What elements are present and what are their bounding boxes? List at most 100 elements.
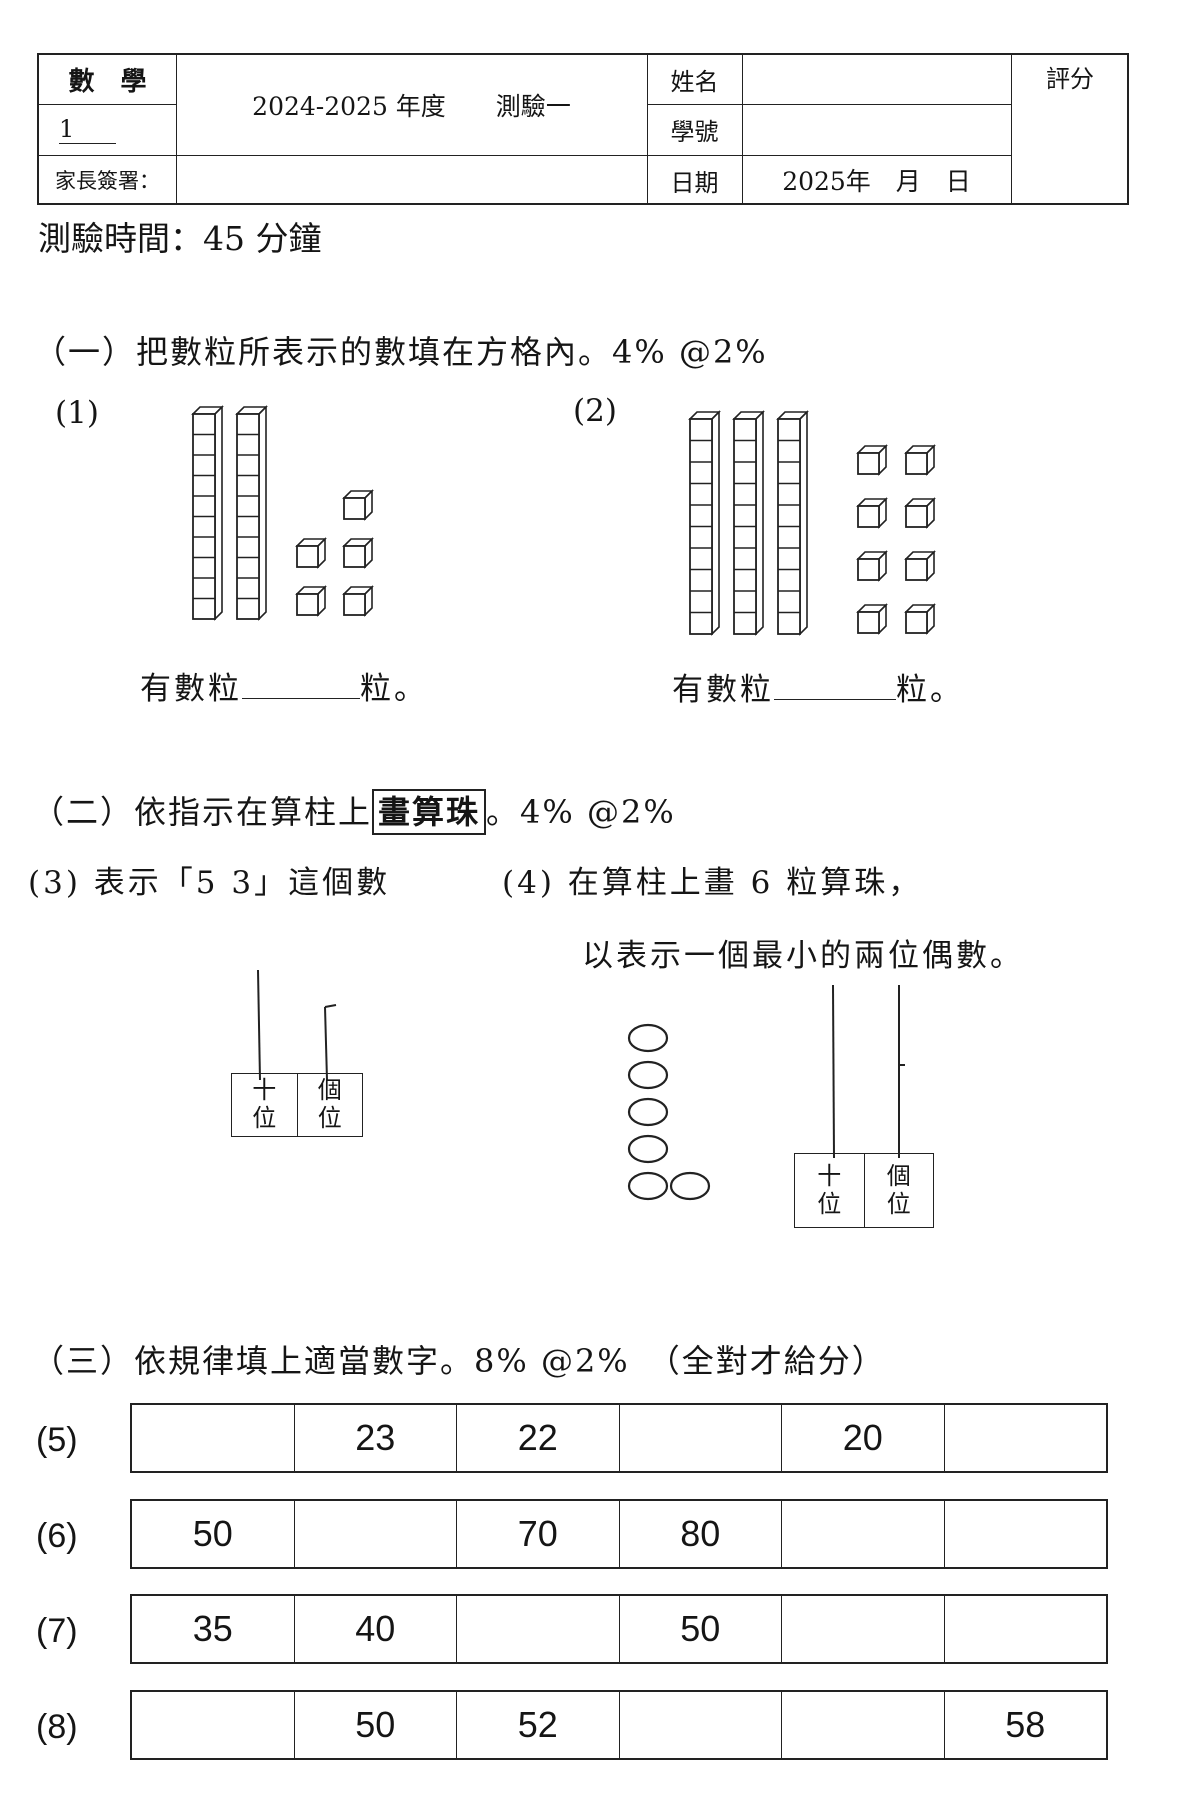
q4-beads	[627, 1023, 711, 1201]
q1-answer-blank[interactable]	[242, 672, 360, 699]
q3-prompt: (3) 表示「5 3」這個數	[28, 868, 390, 899]
sequence-blank-cell[interactable]	[782, 1596, 945, 1662]
sequence-cell: 35	[132, 1596, 295, 1662]
sequence-row-label: (5)	[36, 1421, 78, 1459]
q3-abacus[interactable]	[225, 965, 375, 1080]
q2-label: (2)	[573, 393, 617, 429]
q4-tens-rod[interactable]	[832, 984, 835, 1159]
sequence-blank-cell[interactable]	[945, 1596, 1107, 1662]
test-time: 測驗時間：45 分鐘	[38, 219, 322, 258]
sequence-cell: 70	[457, 1501, 620, 1567]
bead[interactable]	[627, 1171, 669, 1201]
q2-answer-blank[interactable]	[774, 673, 896, 700]
q2-answer-prefix: 有數粒	[672, 672, 774, 708]
q4-place-value-box: 十 位 個 位	[794, 1153, 934, 1228]
q3-tens-rod[interactable]	[257, 969, 261, 1080]
header-divider	[39, 104, 176, 105]
sequence-blank-cell[interactable]	[457, 1596, 620, 1662]
bead[interactable]	[627, 1134, 669, 1164]
q3-tens-label: 十 位	[232, 1074, 298, 1136]
q4-text-line2: 以表示一個最小的兩位偶數。	[582, 938, 1024, 974]
unit-cube	[295, 585, 327, 617]
q3-ones-label: 個 位	[298, 1074, 363, 1136]
sequence-cell: 50	[132, 1501, 295, 1567]
header-table: 數 學 1 家長簽署： 2024-2025 年度 測驗一 姓名 學號 日期 20…	[37, 53, 1129, 205]
header-divider	[647, 104, 1011, 105]
unit-cube	[856, 497, 888, 529]
bead[interactable]	[627, 1097, 669, 1127]
unit-cube	[856, 603, 888, 635]
q1-unit-cubes	[295, 489, 374, 617]
header-divider	[742, 55, 743, 203]
unit-cube	[856, 550, 888, 582]
section2-title: （二）依指示在算柱上畫算珠。4% @2%	[32, 789, 676, 835]
q4-text-line1: 在算柱上畫 6 粒算珠，	[567, 865, 923, 901]
q1-answer-suffix: 粒。	[360, 671, 428, 707]
q1-answer-prefix: 有數粒	[140, 671, 242, 707]
sequence-cell: 52	[457, 1692, 620, 1758]
section1-title: （一）把數粒所表示的數填在方格內。4% @2%	[34, 333, 768, 371]
q3-ones-label-text: 個 位	[317, 1076, 342, 1132]
date-value[interactable]: 2025年 月 日	[782, 167, 971, 196]
ten-rod	[732, 410, 765, 636]
class-field[interactable]: 1	[59, 104, 159, 155]
score-label: 評分	[1046, 65, 1094, 93]
sequence-blank-cell[interactable]	[782, 1501, 945, 1567]
name-field[interactable]	[742, 55, 1011, 104]
bead[interactable]	[627, 1023, 669, 1053]
sequence-cell: 80	[620, 1501, 782, 1567]
unit-cube	[904, 603, 936, 635]
q3-text: 表示「5 3」這個數	[93, 865, 391, 901]
bead[interactable]	[627, 1060, 669, 1090]
q2-unit-cubes	[856, 444, 936, 635]
sequence-cell: 50	[620, 1596, 782, 1662]
sequence-blank-cell[interactable]	[945, 1501, 1107, 1567]
sequence-blank-cell[interactable]	[132, 1692, 295, 1758]
q2-ten-rods	[688, 410, 809, 636]
q2-answer-line: 有數粒粒。	[672, 673, 964, 706]
section3-title: （三）依規律填上適當數字。8% @2% （全對才給分）	[32, 1342, 886, 1380]
header-divider	[176, 55, 177, 203]
sequence-row-label: (7)	[36, 1612, 78, 1650]
sequence-blank-cell[interactable]	[945, 1405, 1107, 1471]
q4-abacus[interactable]	[820, 980, 930, 1160]
section2-title-suffix: 。4% @2%	[486, 793, 676, 831]
sequence-blank-cell[interactable]	[782, 1692, 945, 1758]
q4-tens-label: 十 位	[795, 1154, 865, 1227]
sequence-blank-cell[interactable]	[620, 1405, 782, 1471]
q2-counting-blocks	[688, 410, 936, 636]
student-no-field[interactable]	[742, 104, 1011, 155]
q3-label: (3)	[28, 865, 81, 901]
date-label: 日期	[670, 168, 719, 197]
unit-cube	[342, 585, 374, 617]
sequence-cell: 58	[1005, 1704, 1046, 1745]
unit-cube	[904, 444, 936, 476]
ten-rod	[235, 405, 268, 621]
q4-bead-pool	[627, 1023, 711, 1201]
q1-label: (1)	[55, 395, 99, 431]
parent-signature-field[interactable]	[176, 155, 647, 205]
q1-answer-line: 有數粒 粒。	[140, 672, 428, 705]
student-no-label: 學號	[670, 118, 719, 146]
sequence-cell: 20	[782, 1405, 945, 1471]
sequence-blank-cell[interactable]	[620, 1692, 782, 1758]
sequence-cell: 23	[295, 1405, 457, 1471]
unit-cube	[904, 497, 936, 529]
header-divider	[647, 55, 648, 203]
sequence-blank-cell[interactable]	[295, 1501, 457, 1567]
sequence-cell: 22	[457, 1405, 620, 1471]
sequence-row-label: (8)	[36, 1708, 78, 1746]
sequence-blank-cell[interactable]	[132, 1405, 295, 1471]
header-divider	[1011, 55, 1012, 203]
score-field[interactable]	[1011, 99, 1129, 205]
bead[interactable]	[669, 1171, 711, 1201]
test-title: 2024-2025 年度 測驗一	[252, 92, 571, 121]
q3-tens-label-text: 十 位	[252, 1076, 277, 1132]
q4-prompt-line1: (4) 在算柱上畫 6 粒算珠，	[502, 868, 922, 899]
subject-label: 數 學	[68, 67, 147, 97]
q3-ones-rod[interactable]	[324, 1006, 328, 1080]
rod-tip-mark	[324, 1004, 337, 1008]
